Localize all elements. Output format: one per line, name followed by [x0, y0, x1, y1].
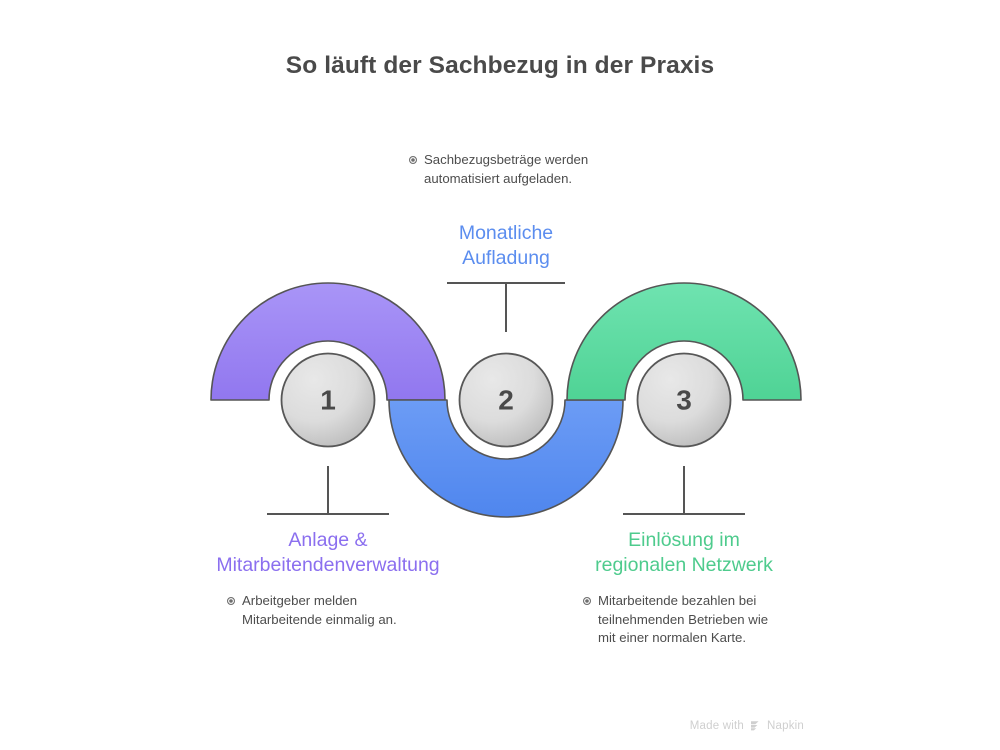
- stage-label-step-3: Einlösung im regionalen Netzwerk: [574, 528, 794, 578]
- stage-label-step-2: Monatliche Aufladung: [406, 221, 606, 271]
- bullet-icon: [583, 597, 591, 605]
- step-number-2: 2: [498, 385, 514, 416]
- stage-label-step-1-line2: Mitarbeitendenverwaltung: [216, 554, 440, 576]
- stage-label-step-2-line2: Aufladung: [462, 247, 550, 269]
- arc-segment-step-3: [566, 282, 802, 401]
- connector-step-1: [267, 466, 389, 515]
- stage-label-step-3-line2: regionalen Netzwerk: [595, 554, 773, 576]
- bullet-icon: [409, 156, 417, 164]
- arc-segment-step-1: [210, 282, 446, 401]
- step-number-3: 3: [676, 385, 692, 416]
- stage-label-step-2-line1: Monatliche: [458, 222, 554, 244]
- watermark-prefix-text: Made with: [689, 719, 744, 732]
- page-title: So läuft der Sachbezug in der Praxis: [285, 52, 715, 79]
- note-step-2-text: Sachbezugsbeträge werden automatisiert a…: [424, 152, 589, 186]
- stage-label-step-3-line1: Einlösung im: [628, 529, 740, 551]
- bullet-icon: [227, 597, 235, 605]
- napkin-watermark[interactable]: Made with Napkin: [690, 719, 804, 732]
- connector-step-3: [623, 466, 745, 515]
- arc-segment-step-2: [388, 399, 624, 518]
- note-step-3: Mitarbeitende bezahlen bei teilnehmenden…: [583, 592, 783, 648]
- step-circle-1[interactable]: [280, 352, 376, 448]
- step-circle-3[interactable]: [636, 352, 732, 448]
- napkin-chevron-logo-icon: [751, 721, 759, 731]
- note-step-2: Sachbezugsbeträge werden automatisiert a…: [409, 151, 594, 188]
- connector-step-2: [447, 282, 565, 332]
- step-circle-2[interactable]: [458, 352, 554, 448]
- note-step-1-text: Arbeitgeber melden Mitarbeitende einmali…: [242, 593, 397, 627]
- stage-label-step-1-line1: Anlage &: [288, 529, 368, 551]
- note-step-1: Arbeitgeber melden Mitarbeitende einmali…: [227, 592, 422, 629]
- stage-label-step-1: Anlage & Mitarbeitendenverwaltung: [178, 528, 478, 578]
- step-number-1: 1: [320, 385, 336, 416]
- watermark-brand-text: Napkin: [767, 719, 804, 732]
- note-step-3-text: Mitarbeitende bezahlen bei teilnehmenden…: [598, 593, 769, 646]
